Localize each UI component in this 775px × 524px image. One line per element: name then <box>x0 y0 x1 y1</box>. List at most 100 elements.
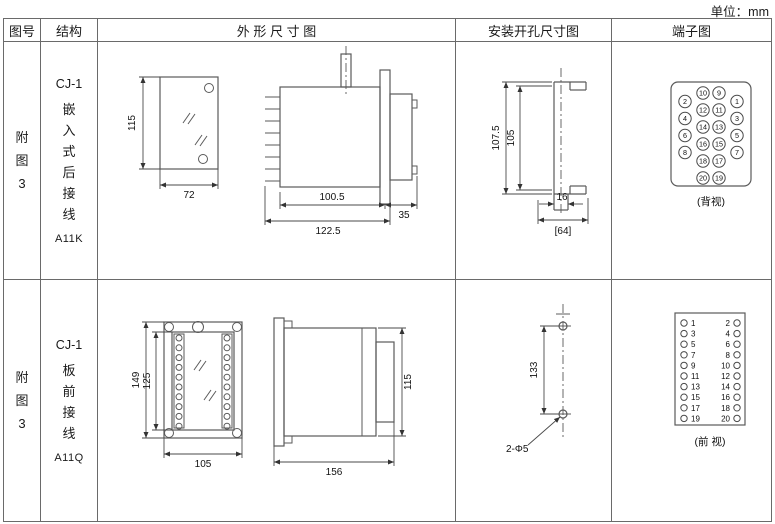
outline-drawing-a11k: 115 72 <box>127 46 418 237</box>
terminal-screws-right <box>223 334 231 430</box>
terminal-7: 7 <box>691 351 696 360</box>
dim-inner-height: 125 <box>142 331 172 431</box>
hole-callout: 2-Φ5 <box>506 416 561 455</box>
terminal-16: 16 <box>721 393 730 402</box>
dim-label-122-5: 122.5 <box>315 226 340 237</box>
terminal-20: 20 <box>699 174 707 183</box>
dim-tab-width: 16 <box>539 192 583 207</box>
hole-size-label: 2-Φ5 <box>506 444 529 455</box>
spec-table: 图号 结构 外 形 尺 寸 图 安装开孔尺寸图 端子图 附图3 CJ-1 嵌入式… <box>3 18 772 522</box>
dim-label-125: 125 <box>142 372 153 389</box>
dim-front-width: 72 <box>159 169 219 201</box>
model-name: CJ-1 <box>55 76 83 91</box>
terminal-19: 19 <box>691 414 700 423</box>
dim-side-height: 115 <box>378 327 414 437</box>
structure-code: A11K <box>54 232 84 245</box>
model-name: CJ-1 <box>55 337 83 352</box>
terminal-diagram-front-view: 1 3 5 7 9 11 13 15 17 19 2 4 6 8 10 12 1… <box>674 312 746 448</box>
terminal-10: 10 <box>699 89 707 98</box>
dim-label-115: 115 <box>403 374 414 390</box>
front-view <box>159 76 219 170</box>
dim-hole-spacing: 133 <box>529 325 559 415</box>
side-view <box>273 317 395 447</box>
dim-front-height: 115 <box>127 76 160 170</box>
dim-label-107-5: 107.5 <box>491 125 502 150</box>
terminal-11: 11 <box>715 106 722 115</box>
terminal-block-outline <box>670 81 752 187</box>
terminal-3: 3 <box>735 114 739 123</box>
glass-hatch-icon <box>182 112 208 147</box>
figure-no-text: 附图3 <box>15 370 29 431</box>
terminal-15: 15 <box>691 393 700 402</box>
terminal-5: 5 <box>735 131 739 140</box>
terminal-screws-left <box>175 334 183 430</box>
structure-type: 嵌入式后接线 <box>62 101 76 222</box>
dim-total-depth: 122.5 <box>264 186 391 237</box>
dim-label-105: 105 <box>195 459 212 470</box>
terminal-9: 9 <box>717 89 721 98</box>
dim-label-133: 133 <box>529 361 540 378</box>
dim-label-100-5: 100.5 <box>319 192 344 203</box>
dim-front-width: 105 <box>163 438 243 470</box>
terminal-13: 13 <box>715 123 723 132</box>
terminal-9: 9 <box>691 361 696 370</box>
terminal-11: 11 <box>691 372 700 381</box>
terminal-20: 20 <box>721 414 730 423</box>
terminal-8: 8 <box>683 148 687 157</box>
header-outline: 外 形 尺 寸 图 <box>98 19 456 42</box>
terminal-2: 2 <box>683 97 687 106</box>
side-view <box>265 46 418 205</box>
terminal-2: 2 <box>726 319 731 328</box>
header-structure: 结构 <box>41 19 98 42</box>
dim-label-149: 149 <box>131 371 142 388</box>
dim-label-105: 105 <box>506 129 517 146</box>
terminal-14: 14 <box>721 383 730 392</box>
dim-label-35: 35 <box>398 210 410 221</box>
terminal-12: 12 <box>699 106 707 115</box>
figure-no-text: 附图3 <box>15 130 29 191</box>
cutout-profile <box>553 68 587 214</box>
dim-body-depth: 100.5 <box>279 192 386 209</box>
dim-label-156: 156 <box>326 467 343 478</box>
terminal-8: 8 <box>726 351 731 360</box>
terminal-18: 18 <box>699 157 707 166</box>
mounting-cell-row1: 107.5 105 16 [64] <box>456 42 612 280</box>
terminal-7: 7 <box>735 148 739 157</box>
structure-type: 板前接线 <box>62 362 76 441</box>
terminal-19: 19 <box>715 174 723 183</box>
dim-inner-height: 105 <box>506 85 552 191</box>
figure-no-cell-row1: 附图3 <box>4 42 41 280</box>
figure-no-cell-row2: 附图3 <box>4 280 41 521</box>
front-view <box>163 321 243 439</box>
mounting-cell-row2: 133 2-Φ5 <box>456 280 612 521</box>
header-mounting: 安装开孔尺寸图 <box>456 19 612 42</box>
view-caption: (前 视) <box>695 435 726 448</box>
dim-outer-height: 149 <box>131 321 164 439</box>
structure-cell-row1: CJ-1 嵌入式后接线 A11K <box>41 42 98 280</box>
dim-outer-height: 107.5 <box>491 81 552 195</box>
header-figure-no: 图号 <box>4 19 41 42</box>
terminal-5: 5 <box>691 340 696 349</box>
terminal-14: 14 <box>699 123 707 132</box>
terminal-diagram-back-view: 10 12 14 16 18 20 9 11 13 15 17 19 2 4 6… <box>670 81 752 208</box>
header-terminal: 端子图 <box>612 19 771 42</box>
dim-side-depth: 156 <box>273 422 395 478</box>
terminal-13: 13 <box>691 383 700 392</box>
terminal-15: 15 <box>715 140 723 149</box>
dim-label-72: 72 <box>183 190 195 201</box>
terminal-4: 4 <box>683 114 687 123</box>
terminal-17: 17 <box>715 157 723 166</box>
outline-drawing-a11q: 149 125 105 <box>131 317 414 478</box>
dim-bracket-width: [64] <box>537 198 589 237</box>
mounting-drawing-a11k: 107.5 105 16 [64] <box>491 68 589 237</box>
dim-label-16: 16 <box>556 192 568 203</box>
terminal-12: 12 <box>721 372 730 381</box>
terminal-16: 16 <box>699 140 707 149</box>
dim-label-115: 115 <box>127 115 138 131</box>
view-caption: (背视) <box>697 195 725 208</box>
terminal-6: 6 <box>683 131 687 140</box>
terminal-block-outline <box>674 312 746 426</box>
mounting-drawing-a11q: 133 2-Φ5 <box>506 304 571 455</box>
glass-hatch-icon <box>193 359 217 402</box>
